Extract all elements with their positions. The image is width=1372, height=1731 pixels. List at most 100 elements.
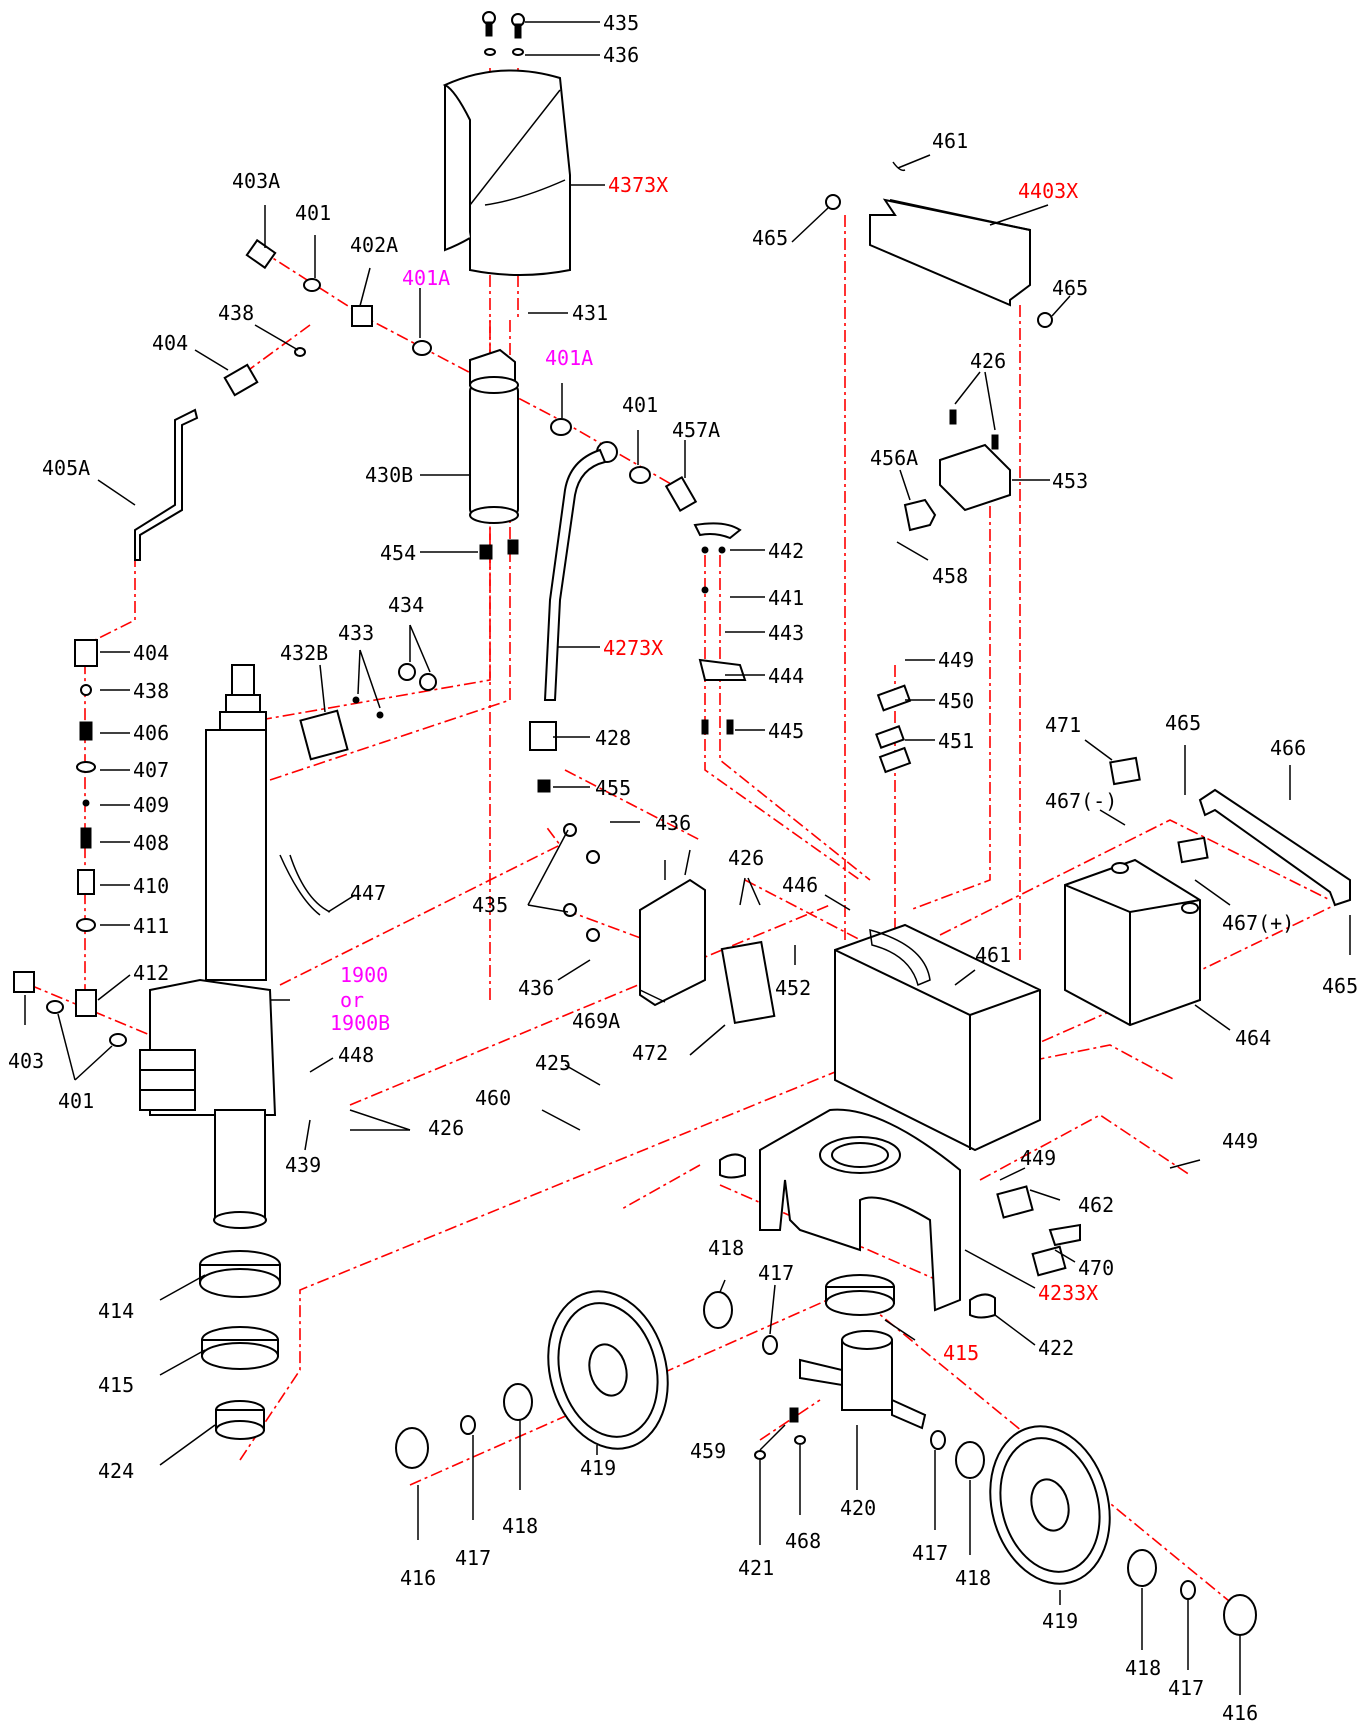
label-448: 448 <box>338 1043 374 1067</box>
label-467-neg: 467(-) <box>1045 789 1117 813</box>
label-416-a: 416 <box>400 1566 436 1590</box>
label-411: 411 <box>133 914 169 938</box>
label-460: 460 <box>475 1086 511 1110</box>
label-418-d: 418 <box>1125 1656 1161 1680</box>
label-468: 468 <box>785 1529 821 1553</box>
label-444: 444 <box>768 664 804 688</box>
label-1900b: 1900B <box>330 1011 390 1035</box>
label-458: 458 <box>932 564 968 588</box>
battery-464 <box>1064 756 1351 1027</box>
label-409: 409 <box>133 793 169 817</box>
switch-plate-450 <box>875 684 912 774</box>
label-417-c: 417 <box>912 1541 948 1565</box>
label-436-b: 436 <box>655 811 691 835</box>
label-401a-b: 401A <box>545 346 593 370</box>
label-445: 445 <box>768 719 804 743</box>
label-417-b: 417 <box>455 1546 491 1570</box>
switch-432b <box>279 663 437 916</box>
label-436-top: 436 <box>603 43 639 67</box>
label-402a: 402A <box>350 233 398 257</box>
part-labels: 435 436 4373X 403A 401 402A 401A 438 404… <box>8 11 1358 1725</box>
label-469a: 469A <box>572 1009 620 1033</box>
label-465-a: 465 <box>752 226 788 250</box>
label-465-d: 465 <box>1322 974 1358 998</box>
label-408: 408 <box>133 831 169 855</box>
fittings-top-left <box>223 238 698 512</box>
label-461-a: 461 <box>932 129 968 153</box>
frame-chassis <box>834 923 1041 1152</box>
label-401a-a: 401A <box>402 266 450 290</box>
label-455: 455 <box>595 776 631 800</box>
label-405a: 405A <box>42 456 90 480</box>
motor-430b <box>469 348 519 560</box>
label-439: 439 <box>285 1153 321 1177</box>
label-426-c: 426 <box>428 1116 464 1140</box>
label-1900: 1900 <box>340 963 388 987</box>
label-407: 407 <box>133 758 169 782</box>
label-466: 466 <box>1270 736 1306 760</box>
label-404-b: 404 <box>133 641 169 665</box>
label-446: 446 <box>782 873 818 897</box>
label-441: 441 <box>768 586 804 610</box>
label-417-d: 417 <box>1168 1676 1204 1700</box>
wheel-left <box>395 1290 778 1469</box>
label-1900-or: or <box>340 988 364 1012</box>
label-401-a: 401 <box>295 201 331 225</box>
label-472: 472 <box>632 1041 668 1065</box>
motor-cover-4373x <box>442 69 571 276</box>
label-4403x: 4403X <box>1018 179 1078 203</box>
label-433: 433 <box>338 621 374 645</box>
bearings-left <box>199 1250 281 1440</box>
label-462: 462 <box>1078 1193 1114 1217</box>
base-4233x <box>719 1108 1081 1319</box>
label-442: 442 <box>768 539 804 563</box>
label-415-b: 415 <box>943 1341 979 1365</box>
label-464: 464 <box>1235 1026 1271 1050</box>
leader-lines <box>24 21 1351 1695</box>
label-419-b: 419 <box>1042 1609 1078 1633</box>
label-419-a: 419 <box>580 1456 616 1480</box>
label-428: 428 <box>595 726 631 750</box>
label-4233x: 4233X <box>1038 1281 1098 1305</box>
bearing-415-right <box>825 1274 895 1316</box>
label-4273x: 4273X <box>603 636 663 660</box>
label-403a: 403A <box>232 169 280 193</box>
label-465-b: 465 <box>1052 276 1088 300</box>
label-404-a: 404 <box>152 331 188 355</box>
label-415-a: 415 <box>98 1373 134 1397</box>
label-456a: 456A <box>870 446 918 470</box>
label-443: 443 <box>768 621 804 645</box>
label-452: 452 <box>775 976 811 1000</box>
label-449-c: 449 <box>1222 1129 1258 1153</box>
label-449-a: 449 <box>938 648 974 672</box>
label-438-a: 438 <box>218 301 254 325</box>
label-401-c: 401 <box>58 1089 94 1113</box>
pump-column <box>139 664 277 1229</box>
label-425: 425 <box>535 1051 571 1075</box>
label-412: 412 <box>133 961 169 985</box>
label-426-a: 426 <box>970 349 1006 373</box>
label-465-c: 465 <box>1165 711 1201 735</box>
label-403: 403 <box>8 1049 44 1073</box>
label-436-c: 436 <box>518 976 554 1000</box>
label-401-b: 401 <box>622 393 658 417</box>
label-447: 447 <box>350 881 386 905</box>
label-414: 414 <box>98 1299 134 1323</box>
label-454: 454 <box>380 541 416 565</box>
label-432b: 432B <box>280 641 328 665</box>
label-434: 434 <box>388 593 424 617</box>
label-420: 420 <box>840 1496 876 1520</box>
label-418-b: 418 <box>502 1514 538 1538</box>
box-4403x <box>825 161 1053 328</box>
label-406: 406 <box>133 721 169 745</box>
valve-stack-left <box>13 639 127 1047</box>
label-417-a: 417 <box>758 1261 794 1285</box>
wheel-right <box>930 1425 1257 1636</box>
label-418-c: 418 <box>955 1566 991 1590</box>
label-471: 471 <box>1045 713 1081 737</box>
fasteners-top <box>482 11 525 56</box>
label-450: 450 <box>938 689 974 713</box>
label-431: 431 <box>572 301 608 325</box>
label-416-b: 416 <box>1222 1701 1258 1725</box>
